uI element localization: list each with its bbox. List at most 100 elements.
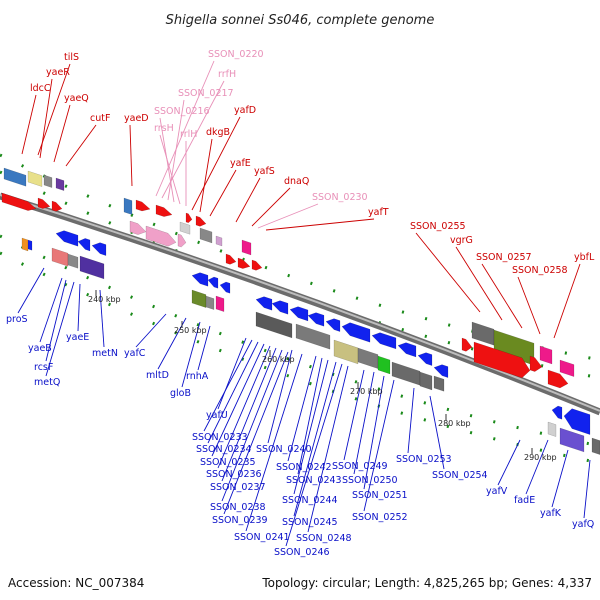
gene-label-rrsh: rrsH	[154, 123, 174, 134]
gene-feature-21	[241, 239, 252, 256]
gene-label-yaeq: yaeQ	[64, 93, 89, 104]
gene-label-yaee: yaeE	[66, 332, 89, 343]
leader-bottom-31	[429, 395, 445, 470]
leader-top-18	[265, 218, 375, 231]
gene-feature-35	[215, 295, 225, 312]
gene-label-yaed: yaeD	[124, 113, 149, 124]
gene-label-ybfl: ybfL	[574, 252, 595, 263]
leader-top-21	[481, 263, 523, 329]
gene-label-sson_0248: SSON_0248	[296, 533, 352, 544]
gene-feature-23	[55, 230, 79, 247]
gene-feature-51	[391, 361, 421, 386]
gene-feature-18	[225, 253, 237, 265]
gene-label-ldcc: ldcC	[30, 83, 51, 94]
leader-bottom-25	[307, 365, 349, 533]
gene-feature-32	[219, 281, 231, 294]
leader-bottom-17	[223, 351, 289, 515]
gene-feature-20	[251, 259, 263, 271]
leader-bottom-27	[353, 371, 375, 475]
gene-feature-47	[295, 323, 331, 350]
gene-feature-13	[215, 235, 223, 247]
gene-feature-62	[551, 405, 563, 420]
accession: Accession: NC_007384	[8, 576, 144, 590]
leader-bottom-23	[293, 361, 337, 517]
gene-label-sson_0241: SSON_0241	[234, 532, 290, 543]
gene-feature-30	[191, 272, 209, 287]
leader-bottom-35	[583, 459, 591, 519]
gene-label-sson_0230: SSON_0230	[312, 192, 368, 203]
gene-label-sson_0234: SSON_0234	[196, 444, 252, 455]
gene-feature-26	[51, 247, 69, 267]
gene-feature-12	[199, 227, 213, 244]
leader-bottom-20	[287, 355, 317, 462]
gene-feature-44	[417, 352, 433, 366]
gene-feature-3	[55, 177, 65, 191]
backbone	[0, 192, 600, 416]
leader-bottom-10	[217, 337, 247, 410]
gene-label-sson_0220: SSON_0220	[208, 49, 264, 60]
leader-top-16	[251, 187, 291, 227]
gene-label-yaer: yaeR	[46, 67, 70, 78]
gene-feature-28	[79, 255, 105, 280]
gene-label-sson_0233: SSON_0233	[192, 432, 248, 443]
leader-top-19	[415, 232, 481, 313]
gene-label-yafc: yafC	[124, 348, 146, 359]
leader-bottom-13	[211, 343, 265, 457]
gene-label-yaeb: yaeB	[28, 343, 52, 354]
leader-bottom-1	[39, 277, 63, 343]
gene-label-yafu: yafU	[206, 410, 228, 421]
gene-feature-25	[91, 242, 107, 256]
gene-label-sson_0246: SSON_0246	[274, 547, 330, 558]
gene-label-pros: proS	[6, 314, 28, 325]
leader-bottom-22	[293, 359, 329, 495]
leader-top-12	[191, 116, 241, 211]
gene-label-sson_0253: SSON_0253	[396, 454, 452, 465]
gene-feature-49	[357, 347, 379, 369]
leader-top-13	[199, 138, 213, 213]
leader-top-23	[553, 263, 581, 339]
gene-label-sson_0244: SSON_0244	[282, 495, 338, 506]
gene-label-sson_0239: SSON_0239	[212, 515, 268, 526]
gene-label-sson_0243: SSON_0243	[286, 475, 342, 486]
leader-top-1	[39, 78, 53, 159]
gene-label-rrlh: rrlH	[180, 129, 197, 140]
gene-feature-46	[255, 311, 293, 339]
gene-feature-24	[77, 238, 91, 252]
map-title: Shigella sonnei Ss046, complete genome	[166, 13, 435, 28]
leader-bottom-3	[45, 279, 67, 362]
leader-bottom-21	[297, 357, 323, 475]
gene-label-sson_0245: SSON_0245	[282, 517, 338, 528]
gene-feature-57	[473, 341, 531, 379]
gene-feature-1	[27, 170, 43, 187]
gene-feature-4	[1, 192, 37, 211]
gene-label-yafs: yafS	[254, 166, 275, 177]
gene-label-yafk: yafK	[540, 508, 562, 519]
leader-bottom-26	[343, 369, 365, 461]
gene-feature-31	[207, 276, 219, 289]
gene-label-rnha: rnhA	[186, 371, 209, 382]
gene-feature-34	[205, 295, 215, 310]
gene-feature-29	[21, 237, 29, 252]
gene-label-metn: metN	[92, 348, 118, 359]
gene-label-sson_0237: SSON_0237	[210, 482, 266, 493]
gene-feature-39	[307, 312, 325, 327]
leader-bottom-15	[221, 347, 277, 482]
gene-label-sson_0236: SSON_0236	[206, 469, 262, 480]
gene-label-rrfh: rrfH	[218, 69, 236, 80]
gene-label-sson_0249: SSON_0249	[332, 461, 388, 472]
gene-feature-58	[529, 355, 543, 372]
gene-feature-7	[123, 197, 133, 215]
gene-feature-41	[341, 322, 371, 343]
leader-top-15	[235, 177, 261, 223]
gene-feature-43	[397, 342, 417, 358]
gene-feature-27	[67, 253, 79, 269]
leader-bottom-18	[267, 349, 293, 444]
leader-bottom-12	[207, 341, 259, 444]
gene-label-sson_0235: SSON_0235	[200, 457, 256, 468]
gene-label-sson_0242: SSON_0242	[276, 462, 332, 473]
gene-label-sson_0257: SSON_0257	[476, 252, 532, 263]
gene-label-sson_0216: SSON_0216	[154, 106, 210, 117]
gene-feature-15	[155, 204, 173, 217]
